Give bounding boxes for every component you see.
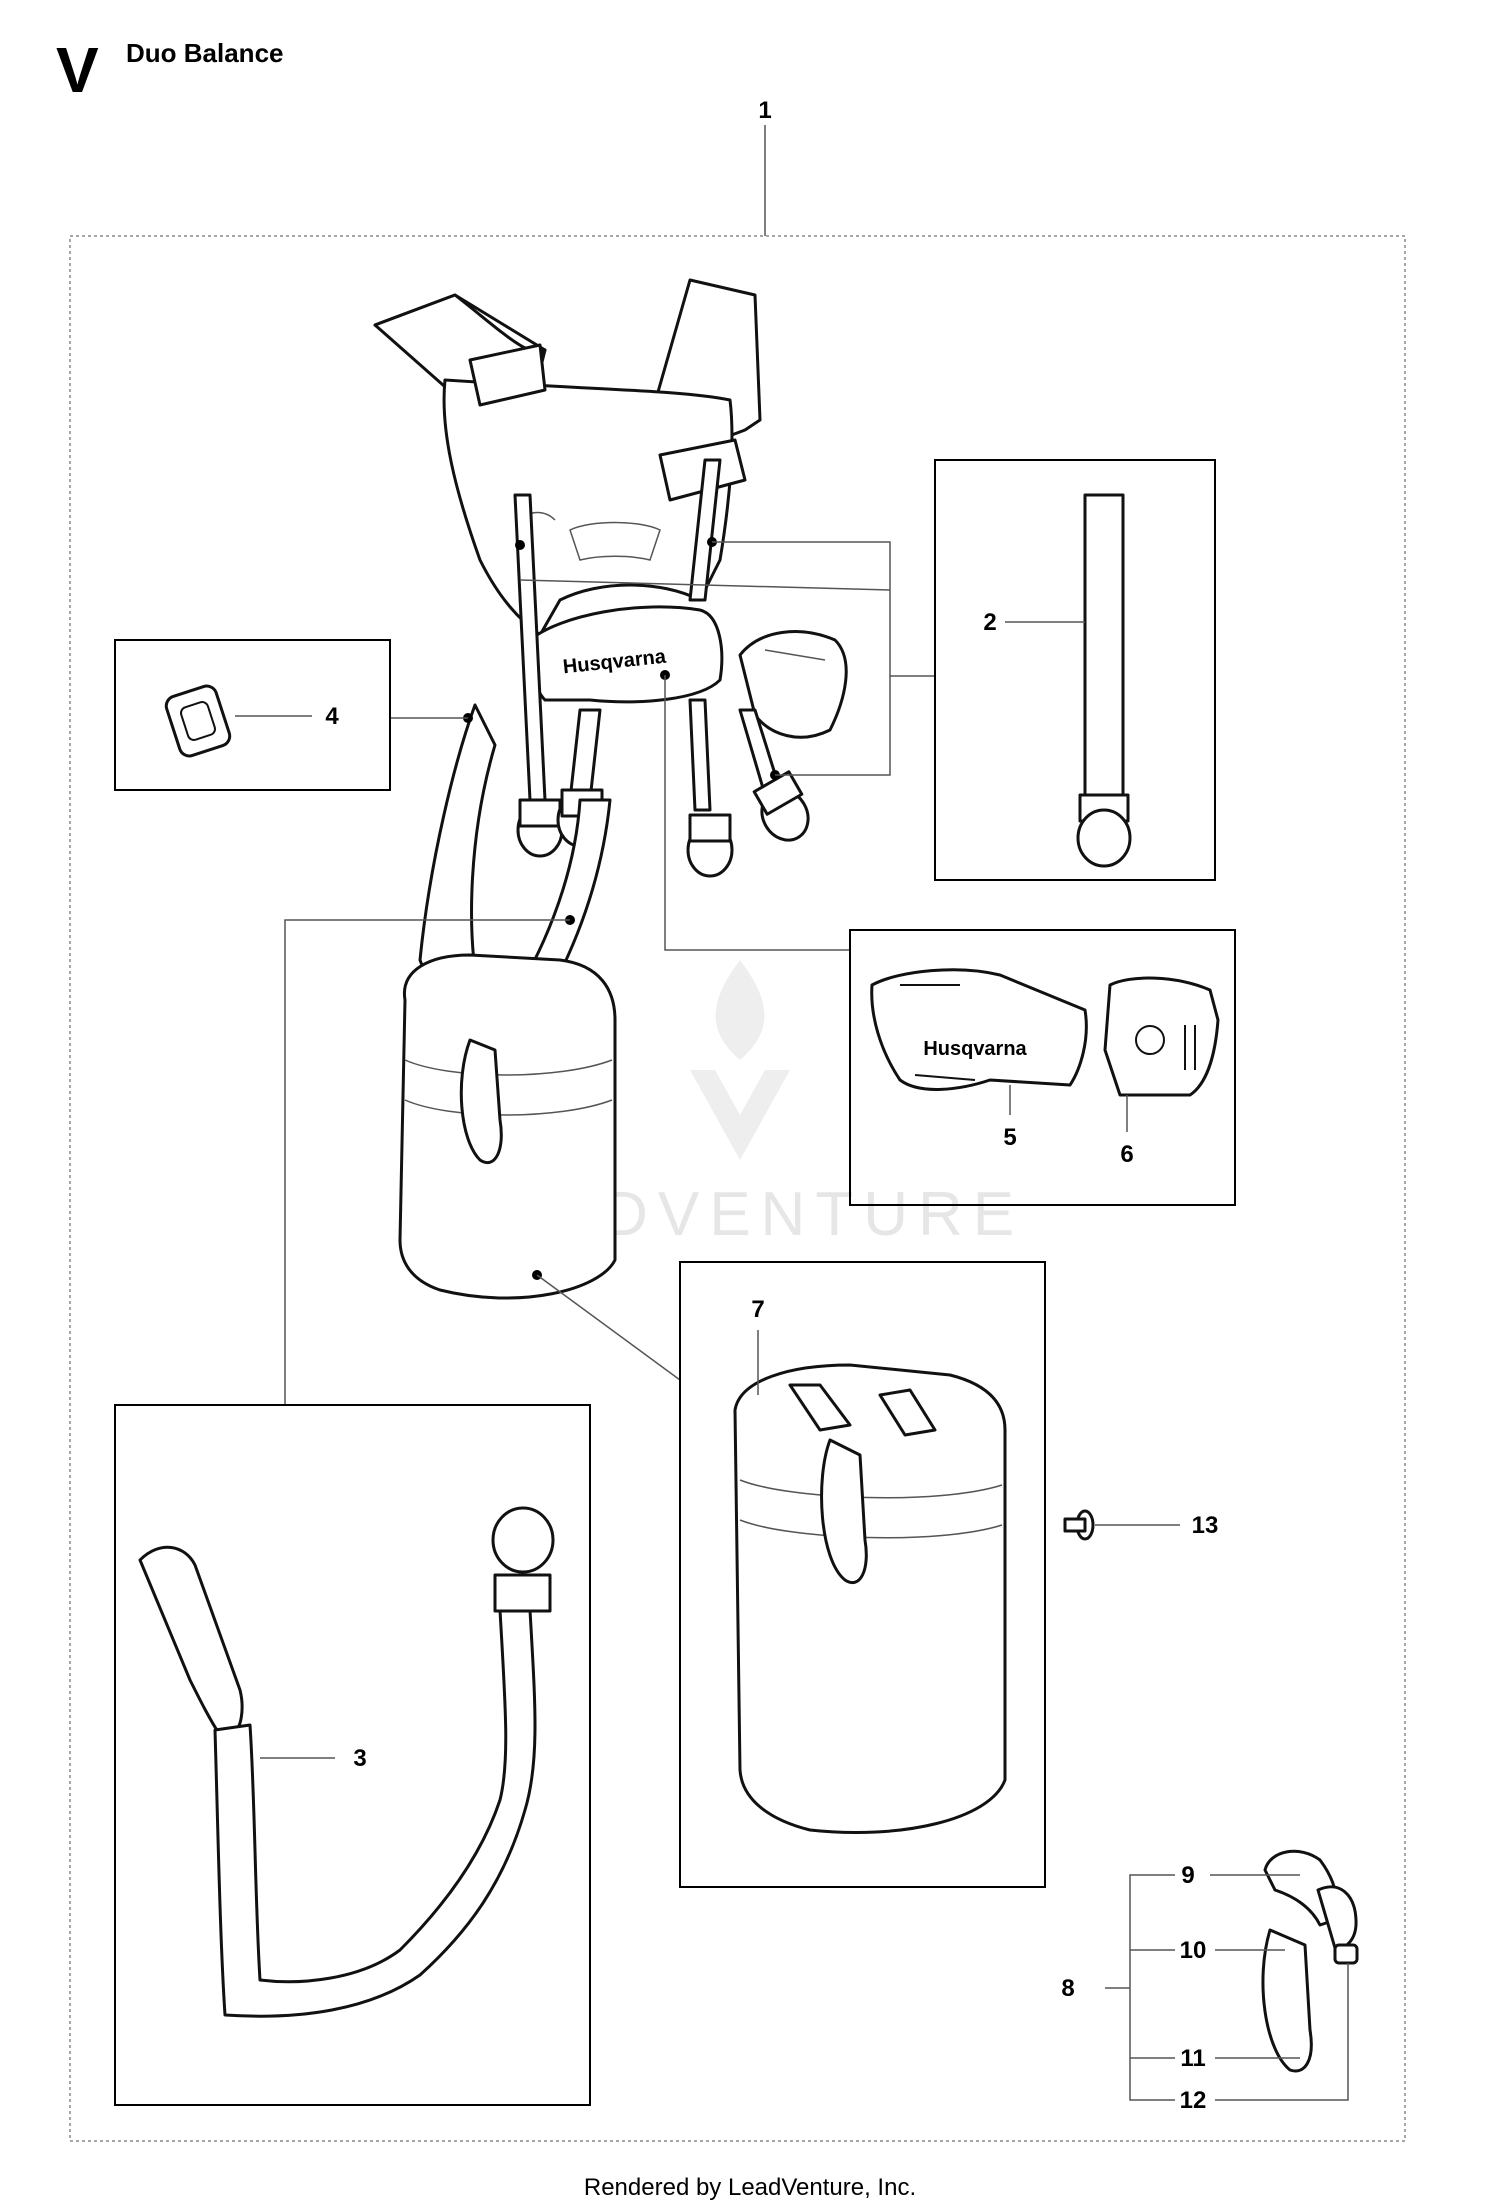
callout-2: 2 bbox=[983, 609, 996, 636]
box-part-3 bbox=[114, 1404, 591, 2106]
leader-3 bbox=[284, 919, 570, 1405]
part-13-screw bbox=[1063, 1509, 1095, 1541]
box-part-2 bbox=[934, 459, 1216, 881]
leader-12 bbox=[1215, 1963, 1349, 2101]
leader-7 bbox=[536, 1274, 681, 1381]
footer-credit: Rendered by LeadVenture, Inc. bbox=[584, 2174, 916, 2201]
box-parts-5-6 bbox=[849, 929, 1236, 1206]
bracket-8 bbox=[1129, 1874, 1175, 2101]
leader-5-6 bbox=[664, 675, 850, 951]
leader-2-bottom bbox=[775, 676, 891, 776]
part-5-chest-pad: Husqvarna bbox=[870, 968, 1088, 1091]
marker-strap-left bbox=[515, 540, 525, 550]
callout-11: 11 bbox=[1180, 2045, 1205, 2072]
part-2-strap bbox=[1076, 493, 1132, 868]
part-7-hip-pad bbox=[733, 1363, 1007, 1835]
part-8-hook-assembly bbox=[1261, 1849, 1359, 2073]
leader-2-mid bbox=[519, 579, 891, 591]
callout-5: 5 bbox=[1003, 1124, 1016, 1151]
assembly-frame bbox=[69, 235, 1406, 2142]
part-4-buckle bbox=[164, 684, 232, 758]
box-part-7 bbox=[679, 1261, 1046, 1888]
callout-8: 8 bbox=[1061, 1975, 1074, 2002]
callout-4: 4 bbox=[325, 703, 339, 730]
callout-1: 1 bbox=[758, 97, 771, 124]
callout-9: 9 bbox=[1181, 1862, 1194, 1889]
leader-2-top bbox=[712, 541, 935, 677]
part-6-side-pad bbox=[1103, 976, 1220, 1097]
callout-13: 13 bbox=[1192, 1512, 1219, 1539]
harness-assembly: Husqvarna bbox=[373, 278, 848, 1300]
section-letter: V bbox=[56, 34, 99, 106]
part-3-hip-strap bbox=[138, 1506, 555, 2018]
diagram-title: Duo Balance bbox=[126, 38, 284, 68]
callout-3: 3 bbox=[353, 1745, 366, 1772]
box-part-4 bbox=[114, 639, 391, 791]
callout-6: 6 bbox=[1120, 1141, 1133, 1168]
callout-12: 12 bbox=[1180, 2087, 1207, 2114]
pad-logo: Husqvarna bbox=[923, 1038, 1027, 1060]
callout-10: 10 bbox=[1180, 1937, 1207, 1964]
callout-7: 7 bbox=[751, 1296, 764, 1323]
